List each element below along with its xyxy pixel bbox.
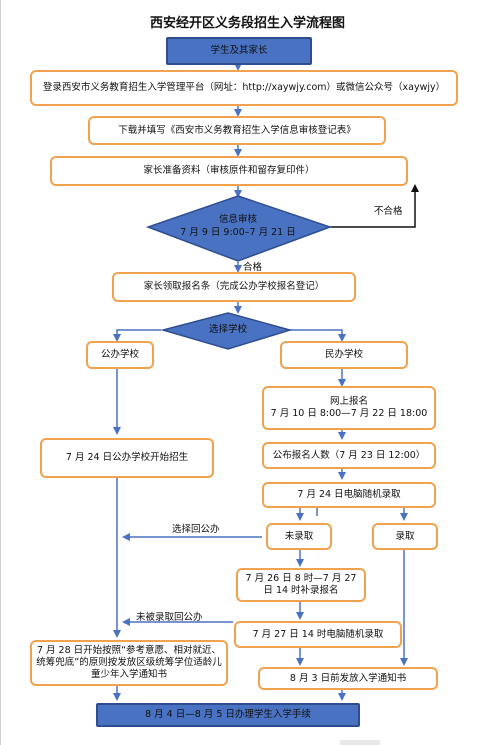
online-registration-box: 网上报名 7 月 10 日 8:00—7 月 22 日 18:00 — [262, 386, 436, 430]
lottery-0724-box: 7 月 24 日电脑随机录取 — [262, 482, 436, 508]
page-title: 西安经开区义务段招生入学流程图 — [149, 16, 345, 31]
aug28-allocation-box: 7 月 28 日开始按照“参考意愿、相对就近、统筹兜底”的原则按发放区级统筹学位… — [30, 640, 228, 686]
lottery-0727-box: 7 月 27 日 14 时电脑随机录取 — [234, 621, 402, 648]
arrow-choose-private — [290, 329, 346, 342]
pass-label: 合格 — [243, 262, 263, 273]
notice-issue-box: 8 月 3 日前发放入学通知书 — [258, 667, 438, 690]
admitted-box: 录取 — [372, 523, 438, 550]
review-date: 7 月 9 日 9:00–7 月 21 日 — [180, 227, 296, 238]
online-registration-title: 网上报名 — [329, 396, 368, 407]
prepare-docs-box: 家长准备资料（审核原件和留存复印件） — [50, 156, 408, 186]
supplement-registration-box: 7 月 26 日 8 时—7 月 27 日 14 时补录报名 — [236, 568, 366, 602]
arrow-choose-public — [113, 329, 161, 342]
online-registration-date: 7 月 10 日 8:00—7 月 22 日 18:00 — [270, 408, 428, 419]
login-platform-box: 登录西安市义务教育招生入学管理平台（网址：http://xaywjy.com）或… — [30, 70, 458, 106]
choose-school-diamond — [160, 312, 293, 350]
private-school-box: 民办学校 — [280, 341, 408, 369]
review-diamond — [145, 195, 333, 262]
student-parents-box: 学生及其家长 — [166, 37, 312, 65]
fail-label: 不合格 — [374, 206, 403, 217]
download-form-box: 下载并填写《西安市义务教育招生入学信息审核登记表》 — [88, 116, 386, 145]
review-title: 信息审核 — [218, 214, 257, 225]
arrow-fail-loop — [320, 184, 419, 228]
enroll-procedure-box: 8 月 4 日—8 月 5 日办理学生入学手续 — [96, 703, 360, 727]
public-school-box: 公办学校 — [86, 341, 154, 369]
receive-slip-box: 家长领取报名条（完成公办学校报名登记） — [112, 272, 356, 302]
not-admitted-box: 未录取 — [266, 523, 332, 550]
choose-back-public-label: 选择回公办 — [172, 524, 220, 535]
choose-school-label: 选择学校 — [208, 324, 247, 335]
public-start-box: 7 月 24 日公办学校开始招生 — [40, 438, 214, 478]
publish-count-box: 公布报名人数（7 月 23 日 12:00） — [262, 442, 436, 469]
not-admitted-back-label: 未被录取回公办 — [136, 612, 203, 623]
page-footer-bar — [340, 740, 380, 745]
